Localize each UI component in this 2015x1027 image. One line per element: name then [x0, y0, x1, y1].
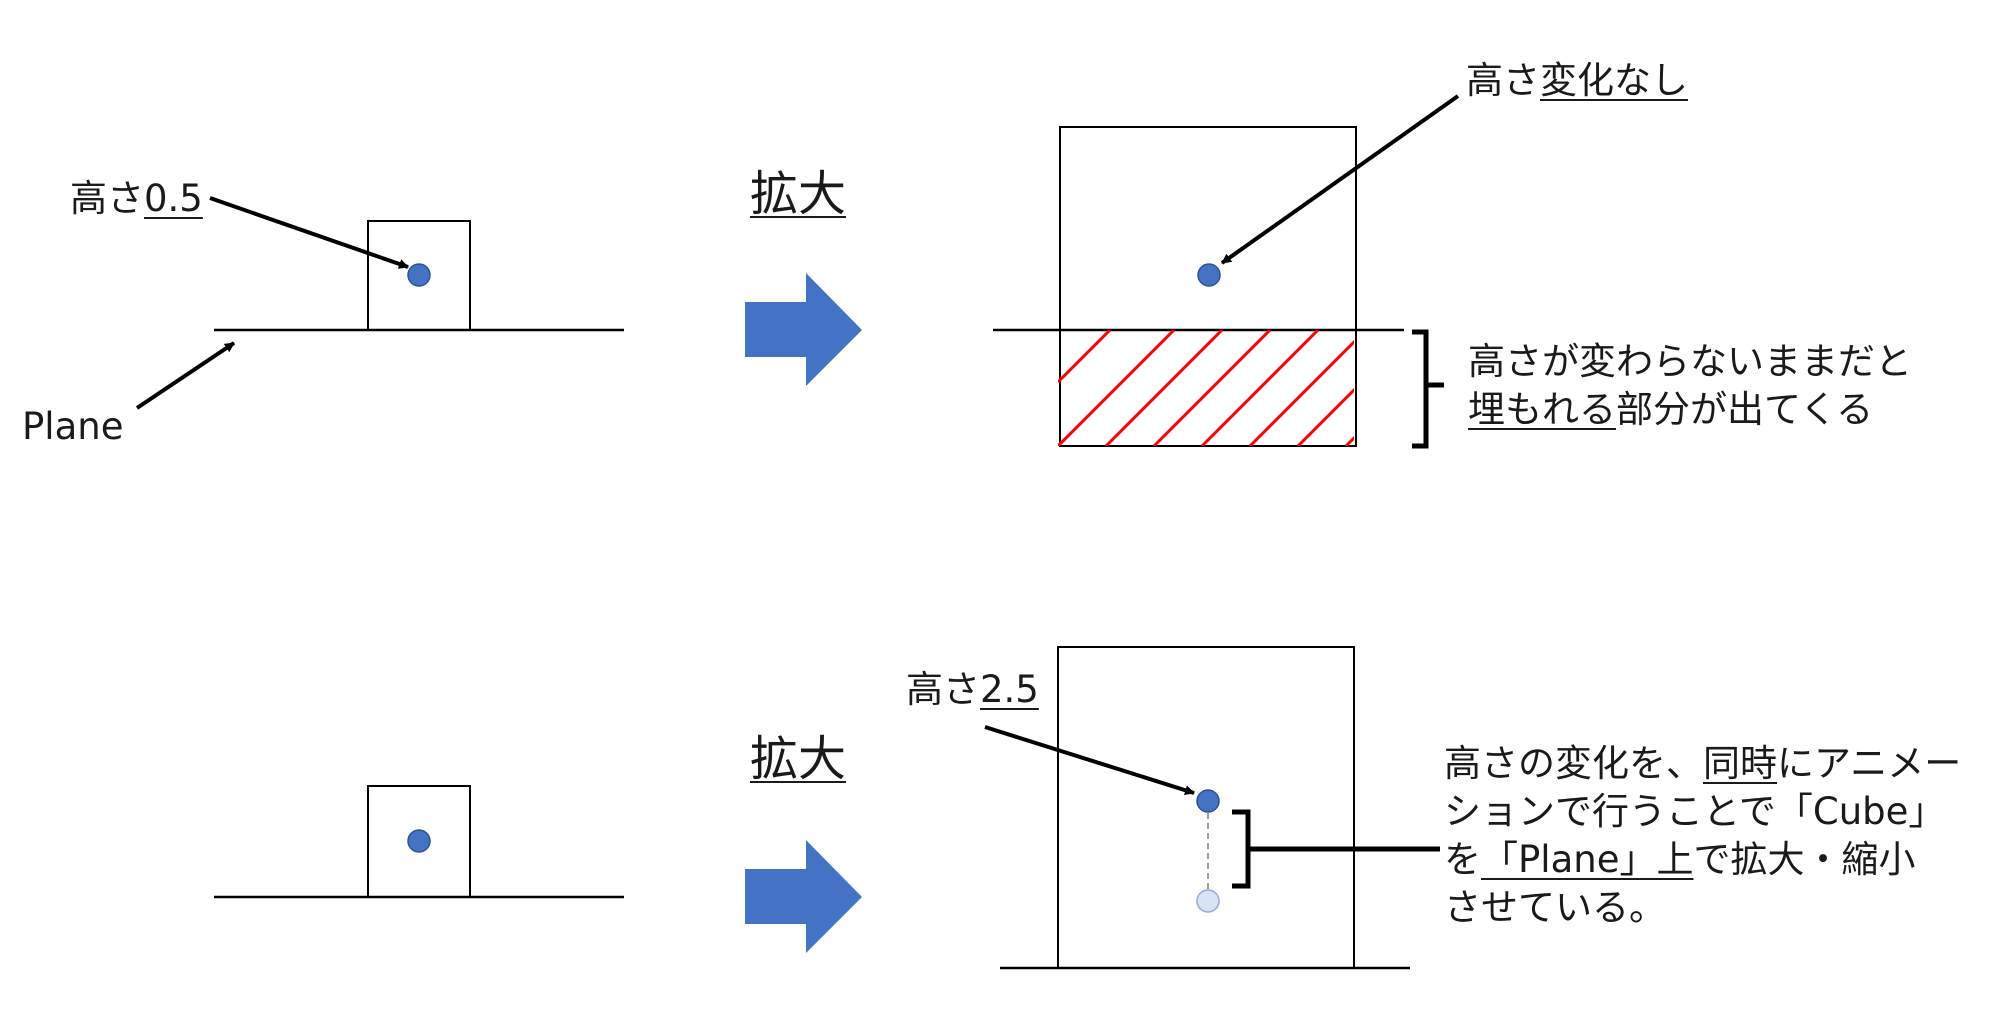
buried-note: 高さが変わらないままだと 埋もれる部分が出てくる — [1468, 338, 1912, 434]
height-label-value: 0.5 — [144, 177, 203, 220]
scale-label-top: 拡大 — [750, 166, 847, 222]
height-label-bottom-prefix: 高さ — [906, 668, 980, 711]
animation-note-line1: 高さの変化を、同時にアニメー — [1444, 740, 1961, 788]
note-l3-a: を — [1444, 838, 1481, 881]
origin-dot-bottom-right — [1196, 789, 1220, 813]
height-pointer-arrow-top-left — [209, 196, 409, 269]
origin-dot-top-right — [1197, 263, 1221, 287]
origin-dot-top-left — [407, 263, 431, 287]
scale-arrow-bottom — [745, 840, 862, 953]
buried-note-line1: 高さが変わらないままだと — [1468, 340, 1912, 383]
height-label-top: 高さ0.5 — [70, 180, 203, 217]
animation-note-line2: ションで行うことで「Cube」 — [1444, 790, 1946, 833]
bracket-buried — [1412, 329, 1444, 449]
buried-note-rest: 部分が出てくる — [1616, 388, 1874, 431]
bracket-height-change — [1232, 809, 1440, 889]
note-l1-underlined: 同時 — [1703, 742, 1777, 785]
note-l3-underlined: 「Plane」上 — [1481, 838, 1694, 881]
nochange-label-prefix: 高さ — [1466, 59, 1540, 102]
height-label-bottom-value: 2.5 — [980, 668, 1039, 711]
scale-label-bottom: 拡大 — [750, 731, 847, 787]
animation-note-line3: を「Plane」上で拡大・縮小 — [1444, 836, 1961, 884]
buried-note-line2: 埋もれる部分が出てくる — [1468, 386, 1912, 434]
height-label-bottom: 高さ2.5 — [906, 671, 1039, 708]
animation-note-line4: させている。 — [1444, 886, 1666, 929]
cube-small-top — [367, 220, 471, 331]
note-l3-b: で拡大・縮小 — [1693, 838, 1916, 881]
previous-origin-dot-faded — [1196, 889, 1220, 913]
height-pointer-arrow-bottom — [984, 725, 1195, 796]
nochange-label-underlined: 変化なし — [1540, 59, 1688, 102]
buried-note-underlined: 埋もれる — [1468, 388, 1616, 431]
plane-label: Plane — [22, 405, 124, 448]
note-l1-b: にアニメー — [1777, 742, 1962, 785]
animation-note: 高さの変化を、同時にアニメー ションで行うことで「Cube」 を「Plane」上… — [1444, 740, 1961, 932]
cube-large-top — [1059, 126, 1357, 447]
cube-small-bottom — [367, 785, 471, 898]
nochange-label: 高さ変化なし — [1466, 62, 1688, 99]
origin-dot-bottom-left — [407, 829, 431, 853]
scale-arrow-top — [745, 273, 862, 386]
height-label-prefix: 高さ — [70, 177, 144, 220]
note-l1-a: 高さの変化を、 — [1444, 742, 1703, 785]
buried-region-hatch — [1058, 330, 1354, 446]
plane-pointer-arrow — [135, 341, 236, 410]
nochange-pointer-arrow — [1220, 94, 1460, 265]
